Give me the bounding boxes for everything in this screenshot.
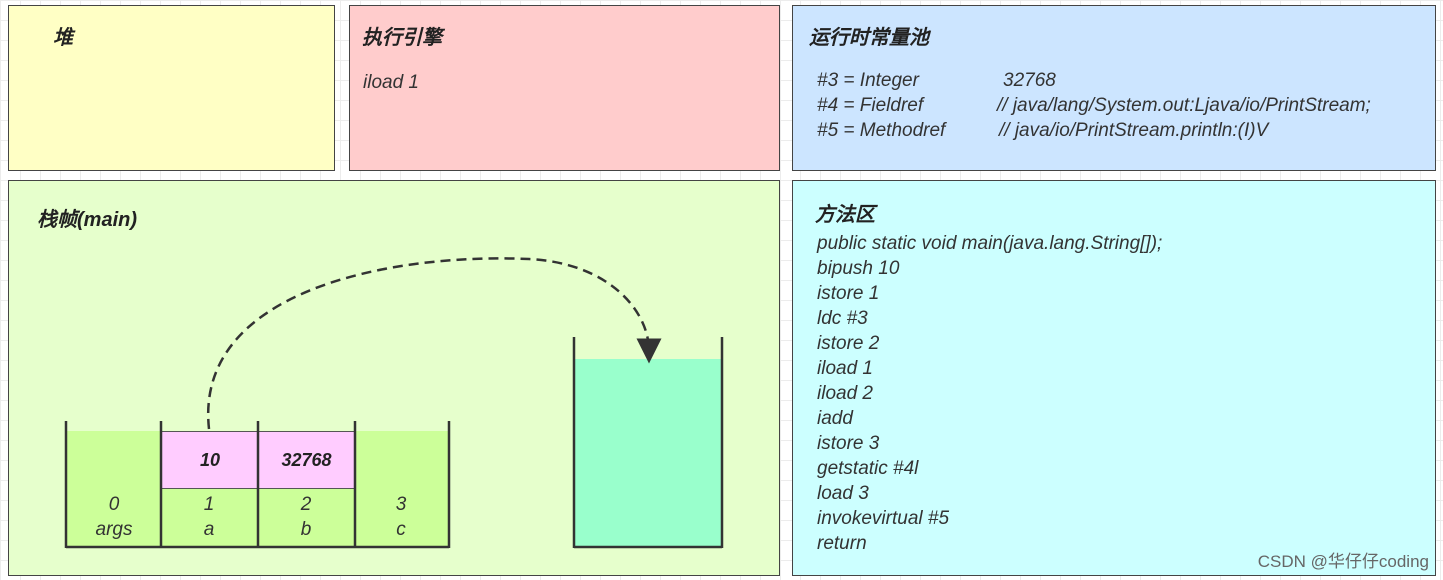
pool-entry-value: 32768 (1003, 70, 1056, 91)
instruction-line: iadd (817, 408, 853, 429)
local-var-name: b (300, 519, 312, 540)
instruction-line: return (817, 533, 867, 554)
local-var-index: 1 (203, 494, 215, 515)
method-area-title: 方法区 (815, 204, 875, 226)
stack-frame-panel: 栈帧(main) 10 32768 0 args 1 a 2 b 3 c (8, 180, 780, 576)
local-var-index: 0 (108, 494, 120, 515)
instruction-line: getstatic #4l (817, 458, 919, 479)
pool-entry-ref: #4 = Fieldref (817, 95, 924, 116)
local-variable-outline (64, 421, 451, 549)
instruction-line: iload 2 (817, 383, 873, 404)
instruction-line: ldc #3 (817, 308, 868, 329)
local-var-value-b: 32768 (258, 431, 355, 489)
pool-entry-ref: #5 = Methodref (817, 120, 946, 141)
stack-frame-diagram (64, 257, 724, 549)
constant-pool-panel: 运行时常量池 #3 = Integer 32768 #4 = Fieldref … (792, 5, 1436, 171)
current-instruction: iload 1 (363, 72, 419, 93)
instruction-line: bipush 10 (817, 258, 900, 279)
load-arrow (206, 257, 662, 430)
instruction-line: invokevirtual #5 (817, 508, 950, 529)
pool-entry-ref: #3 = Integer (817, 70, 919, 91)
constant-pool-title: 运行时常量池 (809, 27, 929, 49)
local-var-index: 2 (300, 494, 312, 515)
instruction-line: load 3 (817, 483, 869, 504)
pool-entry-value: // java/lang/System.out:Ljava/io/PrintSt… (997, 95, 1371, 116)
instruction-line: iload 1 (817, 358, 873, 379)
execution-engine-panel: 执行引擎 iload 1 (349, 5, 780, 171)
instruction-line: public static void main(java.lang.String… (817, 233, 1163, 254)
heap-panel: 堆 (8, 5, 335, 171)
local-var-value-a: 10 (161, 431, 259, 489)
engine-title: 执行引擎 (362, 27, 442, 49)
heap-title: 堆 (53, 27, 73, 49)
pool-entry-value: // java/io/PrintStream.println:(I)V (999, 120, 1269, 141)
local-var-name: a (203, 519, 215, 540)
method-area-panel: 方法区 public static void main(java.lang.St… (792, 180, 1436, 576)
instruction-line: istore 2 (817, 333, 880, 354)
local-var-name: args (95, 519, 133, 540)
local-var-name: c (396, 519, 406, 540)
stack-frame-title: 栈帧(main) (37, 209, 137, 231)
operand-stack-fill (574, 359, 721, 547)
instruction-line: istore 1 (817, 283, 880, 304)
operand-stack-outline (572, 337, 724, 549)
watermark: CSDN @华仔仔coding (1257, 552, 1429, 571)
local-var-index: 3 (395, 494, 407, 515)
instruction-line: istore 3 (817, 433, 880, 454)
